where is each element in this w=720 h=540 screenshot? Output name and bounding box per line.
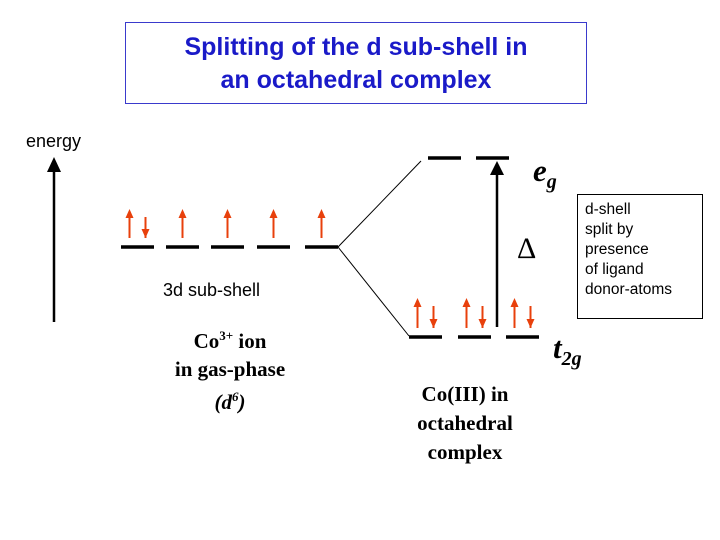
electron-spin-up-head <box>510 298 519 307</box>
correlation-line-upper <box>337 160 422 248</box>
shell-label: 3d sub-shell <box>163 280 261 300</box>
energy-axis-label: energy <box>26 131 82 151</box>
ion-charge: 3+ <box>219 328 234 343</box>
complex-label: Co(III) in octahedral complex <box>380 380 550 467</box>
note-line: d-shell <box>585 201 631 218</box>
electron-spin-down-head <box>141 229 150 238</box>
complex-line-2: octahedral <box>417 411 513 435</box>
ion-config: (d6) <box>214 389 246 414</box>
t2g-electrons <box>413 298 535 328</box>
electron-spin-down-head <box>478 319 487 328</box>
title-line-1: Splitting of the d sub-shell in <box>184 33 528 61</box>
complex-line-1: Co(III) in <box>421 382 509 406</box>
electron-spin-up-head <box>413 298 422 307</box>
ion-label: Co3+ ion in gas-phase (d6) <box>140 322 320 416</box>
electron-spin-up-head <box>223 209 232 218</box>
electron-spin-down-head <box>429 319 438 328</box>
electron-spin-up-head <box>462 298 471 307</box>
complex-line-3: complex <box>427 440 503 464</box>
correlation-line-lower <box>337 246 410 337</box>
delta-symbol: Δ <box>517 232 537 265</box>
note-line: donor-atoms <box>585 281 673 298</box>
note-box: d-shell split by presence of ligand dono… <box>577 194 703 319</box>
ion-phase: in gas-phase <box>174 357 286 381</box>
note-line: of ligand <box>585 261 644 278</box>
electron-spin-down-head <box>526 319 535 328</box>
splitting-arrowhead <box>490 161 504 175</box>
eg-label: eg <box>533 153 557 193</box>
title-line-2: an octahedral complex <box>220 66 492 94</box>
electron-spin-up-head <box>125 209 134 218</box>
ion-name: Co3+ ion <box>193 328 267 353</box>
title-box: Splitting of the d sub-shell in an octah… <box>125 22 587 104</box>
diagram-title: Splitting of the d sub-shell in an octah… <box>126 31 586 97</box>
electron-spin-up-head <box>317 209 326 218</box>
electron-spin-up-head <box>178 209 187 218</box>
t2g-label: t2g <box>553 330 582 370</box>
free-ion-electrons <box>125 209 326 238</box>
note-line: split by <box>585 221 634 238</box>
note-line: presence <box>585 241 649 258</box>
electron-spin-up-head <box>269 209 278 218</box>
energy-axis-arrowhead <box>47 157 61 172</box>
